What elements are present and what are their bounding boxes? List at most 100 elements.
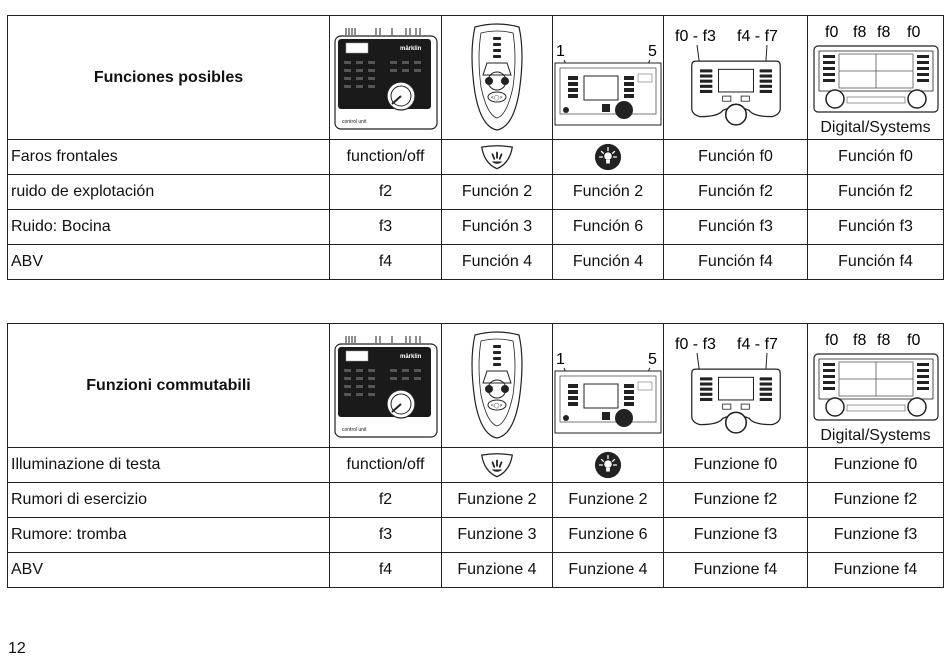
row-label: ABV [7, 244, 330, 280]
control-unit-image [334, 26, 438, 130]
ms-value: Función f2 [663, 174, 808, 210]
control-unit-value: f4 [329, 552, 442, 588]
ms-label-left: f0 - f3 [675, 336, 716, 353]
cs1-value: Función 2 [552, 174, 664, 210]
mobile-light-cell [441, 139, 553, 175]
light-bulb-icon [594, 143, 622, 171]
table-row: Faros frontales function/off Función f0 … [7, 139, 944, 175]
mobile-station-2-image: f0 - f3 f4 - f7 [675, 28, 801, 131]
cs1-value: Función 6 [552, 209, 664, 245]
cs2-value: Funzione f0 [807, 447, 944, 483]
table-title: Funciones posibles [7, 15, 330, 140]
cs1-value: Funzione 2 [552, 482, 664, 518]
ms-label-right: f4 - f7 [737, 336, 778, 353]
control-unit-value: f4 [329, 244, 442, 280]
function-table-italian: Funzioni commutabili 1 5 f0 - f3 f4 - f7 [7, 323, 944, 588]
mobile-value: Función 3 [441, 209, 553, 245]
svg-text:f0: f0 [907, 332, 920, 349]
ms-value: Función f3 [663, 209, 808, 245]
cs1-light-cell [552, 447, 664, 483]
cs2-name-label: Digital/Systems [820, 427, 931, 444]
function-table-spanish: Funciones posibles 1 5 f0 - f3 f4 - f7 [7, 15, 944, 280]
mobile-value: Funzione 4 [441, 552, 553, 588]
control-unit-value: f2 [329, 174, 442, 210]
mobile-station-device [441, 323, 553, 448]
row-label: Rumore: tromba [7, 517, 330, 553]
table-header-row: Funzioni commutabili 1 5 f0 - f3 f4 - f7 [7, 323, 944, 448]
control-unit-device [329, 323, 442, 448]
headlight-button-icon [479, 143, 515, 171]
central-station-2-device: f0 f8 f8 f0 Digital/Systems [807, 15, 944, 140]
mobile-station-2-device: f0 - f3 f4 - f7 [663, 323, 808, 448]
svg-text:f0: f0 [907, 24, 920, 41]
control-unit-value: f2 [329, 482, 442, 518]
mobile-light-cell [441, 447, 553, 483]
ms-label-left: f0 - f3 [675, 28, 716, 45]
cs2-value: Función f0 [807, 139, 944, 175]
cs1-value: Funzione 4 [552, 552, 664, 588]
cs2-value: Función f3 [807, 209, 944, 245]
ms-value: Funzione f4 [663, 552, 808, 588]
ms-value: Función f4 [663, 244, 808, 280]
svg-text:f8: f8 [853, 24, 866, 41]
ms-value: Funzione f3 [663, 517, 808, 553]
cs2-value: Funzione f4 [807, 552, 944, 588]
control-unit-device [329, 15, 442, 140]
cs2-value: Funzione f2 [807, 482, 944, 518]
page-number: 12 [8, 640, 26, 657]
table-row: Illuminazione di testa function/off Funz… [7, 447, 944, 483]
control-unit-image [334, 334, 438, 438]
cs1-label-left: 1 [556, 43, 565, 60]
control-unit-value: function/off [329, 139, 442, 175]
mobile-station-image [467, 23, 527, 133]
svg-text:f0: f0 [825, 24, 838, 41]
central-station-1-device: 1 5 [552, 323, 664, 448]
mobile-station-device [441, 15, 553, 140]
cs1-value: Funzione 6 [552, 517, 664, 553]
cs1-label-right: 5 [648, 43, 657, 60]
control-unit-value: function/off [329, 447, 442, 483]
table-header-row: Funciones posibles 1 5 f0 - f3 f4 - f7 [7, 15, 944, 140]
row-label: ABV [7, 552, 330, 588]
row-label: ruido de explotación [7, 174, 330, 210]
cs1-light-cell [552, 139, 664, 175]
row-label: Rumori di esercizio [7, 482, 330, 518]
mobile-station-2-device: f0 - f3 f4 - f7 [663, 15, 808, 140]
cs1-label-right: 5 [648, 351, 657, 368]
central-station-1-image: 1 5 [554, 43, 662, 126]
table-row: Ruido: Bocina f3 Función 3 Función 6 Fun… [7, 209, 944, 245]
control-unit-value: f3 [329, 209, 442, 245]
cs2-value: Funzione f3 [807, 517, 944, 553]
ms-value: Función f0 [663, 139, 808, 175]
mobile-station-2-image: f0 - f3 f4 - f7 [675, 336, 801, 439]
mobile-value: Función 4 [441, 244, 553, 280]
cs2-value: Función f2 [807, 174, 944, 210]
table-row: Rumore: tromba f3 Funzione 3 Funzione 6 … [7, 517, 944, 553]
central-station-1-image: 1 5 [554, 351, 662, 434]
ms-label-right: f4 - f7 [737, 28, 778, 45]
table-row: ABV f4 Función 4 Función 4 Función f4 Fu… [7, 244, 944, 280]
mobile-value: Funzione 2 [441, 482, 553, 518]
row-label: Illuminazione di testa [7, 447, 330, 483]
table-row: ruido de explotación f2 Función 2 Funció… [7, 174, 944, 210]
central-station-1-device: 1 5 [552, 15, 664, 140]
row-label: Faros frontales [7, 139, 330, 175]
svg-text:f8: f8 [853, 332, 866, 349]
cs1-label-left: 1 [556, 351, 565, 368]
row-label: Ruido: Bocina [7, 209, 330, 245]
table-title: Funzioni commutabili [7, 323, 330, 448]
mobile-value: Funzione 3 [441, 517, 553, 553]
headlight-button-icon [479, 451, 515, 479]
ms-value: Funzione f0 [663, 447, 808, 483]
svg-text:f0: f0 [825, 332, 838, 349]
table-row: Rumori di esercizio f2 Funzione 2 Funzio… [7, 482, 944, 518]
light-bulb-icon [594, 451, 622, 479]
cs1-value: Función 4 [552, 244, 664, 280]
central-station-2-image: f0 f8 f8 f0 [811, 332, 941, 429]
mobile-station-image [467, 331, 527, 441]
cs2-value: Función f4 [807, 244, 944, 280]
central-station-2-device: f0 f8 f8 f0 Digital/Systems [807, 323, 944, 448]
svg-text:f8: f8 [877, 24, 890, 41]
ms-value: Funzione f2 [663, 482, 808, 518]
cs2-name-label: Digital/Systems [820, 119, 931, 136]
